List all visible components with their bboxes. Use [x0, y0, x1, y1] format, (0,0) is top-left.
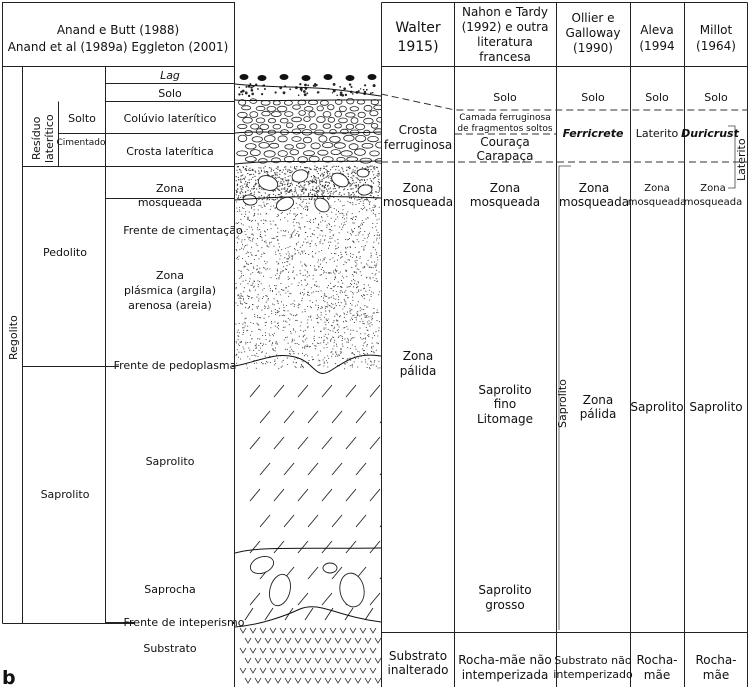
walter-zm-2: mosqueada [383, 195, 453, 209]
aleva-solo: Solo [645, 91, 669, 104]
lateritico-label: laterítico [43, 114, 56, 163]
pedolito-label: Pedolito [43, 246, 87, 259]
horizon-saprolito: Saprolito [146, 455, 195, 468]
millot-laterito-bracket: Laterito [735, 138, 748, 181]
aleva-zm-1: Zona [644, 183, 669, 194]
millot-rm-2: mãe [703, 668, 729, 682]
frente-cimentacao-label: Frente de cimentação [123, 224, 243, 237]
nahon-solo: Solo [493, 91, 517, 104]
nahon-carapaca: Carapaça [477, 149, 534, 163]
aleva-rm-1: Rocha- [636, 653, 677, 667]
millot-header-2: (1964) [696, 39, 736, 53]
horizon-zona-mosqueada-2: mosqueada [138, 196, 202, 209]
ollier-saprolito-bracket: Saprolito [556, 379, 569, 428]
millot-zm-2: mosqueada [684, 197, 743, 208]
ollier-header-1: Ollier e [572, 11, 615, 25]
ollier-ferricrete: Ferricrete [563, 127, 624, 140]
ollier-zp-1: Zona [583, 393, 614, 407]
ollier-header-3: (1990) [573, 41, 613, 55]
walter-zp-2: pálida [400, 364, 437, 378]
solto-label: Solto [68, 112, 96, 125]
ollier-header-2: Galloway [566, 26, 621, 40]
walter-crosta-1: Crosta [399, 123, 438, 137]
ollier-zp-2: pálida [580, 407, 617, 421]
millot-saprolito: Saprolito [689, 400, 742, 414]
nahon-sg-1: Saprolito [478, 583, 531, 597]
cimentado-label: Cimentado [56, 138, 106, 148]
nahon-header-2: (1992) e outra [462, 20, 549, 34]
aleva-zm-2: mosqueada [628, 197, 687, 208]
left-header-line1: Anand e Butt (1988) [57, 23, 179, 37]
walter-header-1: Walter [395, 20, 441, 36]
aleva-rm-2: mãe [644, 668, 670, 682]
aleva-header-2: (1994 [639, 39, 674, 53]
aleva-header-1: Aleva [640, 23, 673, 37]
aleva-saprolito: Saprolito [630, 400, 683, 414]
ollier-zm-2: mosqueada [559, 195, 629, 209]
ollier-sub-2: intemperizado [553, 668, 633, 681]
nahon-rm-1: Rocha-mãe não [458, 653, 552, 667]
profile-column [235, 74, 381, 684]
horizon-substrato: Substrato [143, 642, 197, 655]
horizon-solo: Solo [158, 87, 182, 100]
saprolito-label-left: Saprolito [41, 488, 90, 501]
nahon-rm-2: intemperizada [462, 668, 549, 682]
walter-zm-1: Zona [403, 181, 434, 195]
horizon-zona-plasmica-3: arenosa (areia) [128, 299, 212, 312]
nahon-sf-2: fino [494, 397, 517, 411]
right-table-frame [380, 2, 748, 687]
ollier-solo: Solo [581, 91, 605, 104]
horizon-saprocha: Saprocha [144, 583, 195, 596]
nahon-sg-2: grosso [485, 598, 524, 612]
ollier-sub-1: Substrato não [554, 654, 631, 667]
horizon-coluvio: Colúvio laterítico [124, 112, 217, 125]
horizon-crosta: Crosta laterítica [126, 145, 214, 158]
millot-header-1: Millot [700, 23, 733, 37]
nahon-camada-1: Camada ferruginosa [459, 113, 550, 123]
nahon-zm-2: mosqueada [470, 195, 540, 209]
nahon-sf-1: Saprolito [478, 383, 531, 397]
residuo-label: Resíduo [30, 116, 43, 160]
millot-zm-1: Zona [700, 183, 725, 194]
horizon-lag: Lag [160, 69, 180, 82]
regolito-label: Regolito [7, 315, 20, 360]
nahon-header-1: Nahon e Tardy [462, 5, 548, 19]
walter-sub-2: inalterado [388, 663, 449, 677]
frente-pedoplasma-label: Frente de pedoplasma [114, 359, 237, 372]
nahon-header-3: literatura [477, 35, 533, 49]
walter-sub-1: Substrato [389, 649, 447, 663]
walter-header-2: 1915) [397, 39, 438, 55]
ollier-zm-1: Zona [579, 181, 610, 195]
nahon-zm-1: Zona [490, 181, 521, 195]
walter-crosta-2: ferruginosa [384, 138, 452, 152]
walter-zp-1: Zona [403, 349, 434, 363]
millot-duricrust: Duricrust [681, 127, 739, 140]
horizon-zona-plasmica-1: Zona [156, 269, 184, 282]
nahon-couraca: Couraça [480, 135, 530, 149]
millot-solo: Solo [704, 91, 728, 104]
millot-rm-1: Rocha- [695, 653, 736, 667]
horizon-zona-mosqueada-1: Zona [156, 182, 184, 195]
nahon-camada-2: de fragmentos soltos [457, 124, 553, 134]
left-header-line2: Anand et al (1989a) Eggleton (2001) [8, 40, 229, 54]
figure-letter: b [2, 667, 16, 687]
nahon-header-4: francesa [479, 50, 531, 64]
aleva-laterito: Laterito [636, 127, 679, 140]
nahon-sf-3: Litomage [477, 412, 533, 426]
horizon-zona-plasmica-2: plásmica (argila) [124, 284, 216, 297]
frente-intemperismo-label: Frente de inteperismo [124, 616, 245, 629]
left-table-frame [2, 2, 235, 624]
